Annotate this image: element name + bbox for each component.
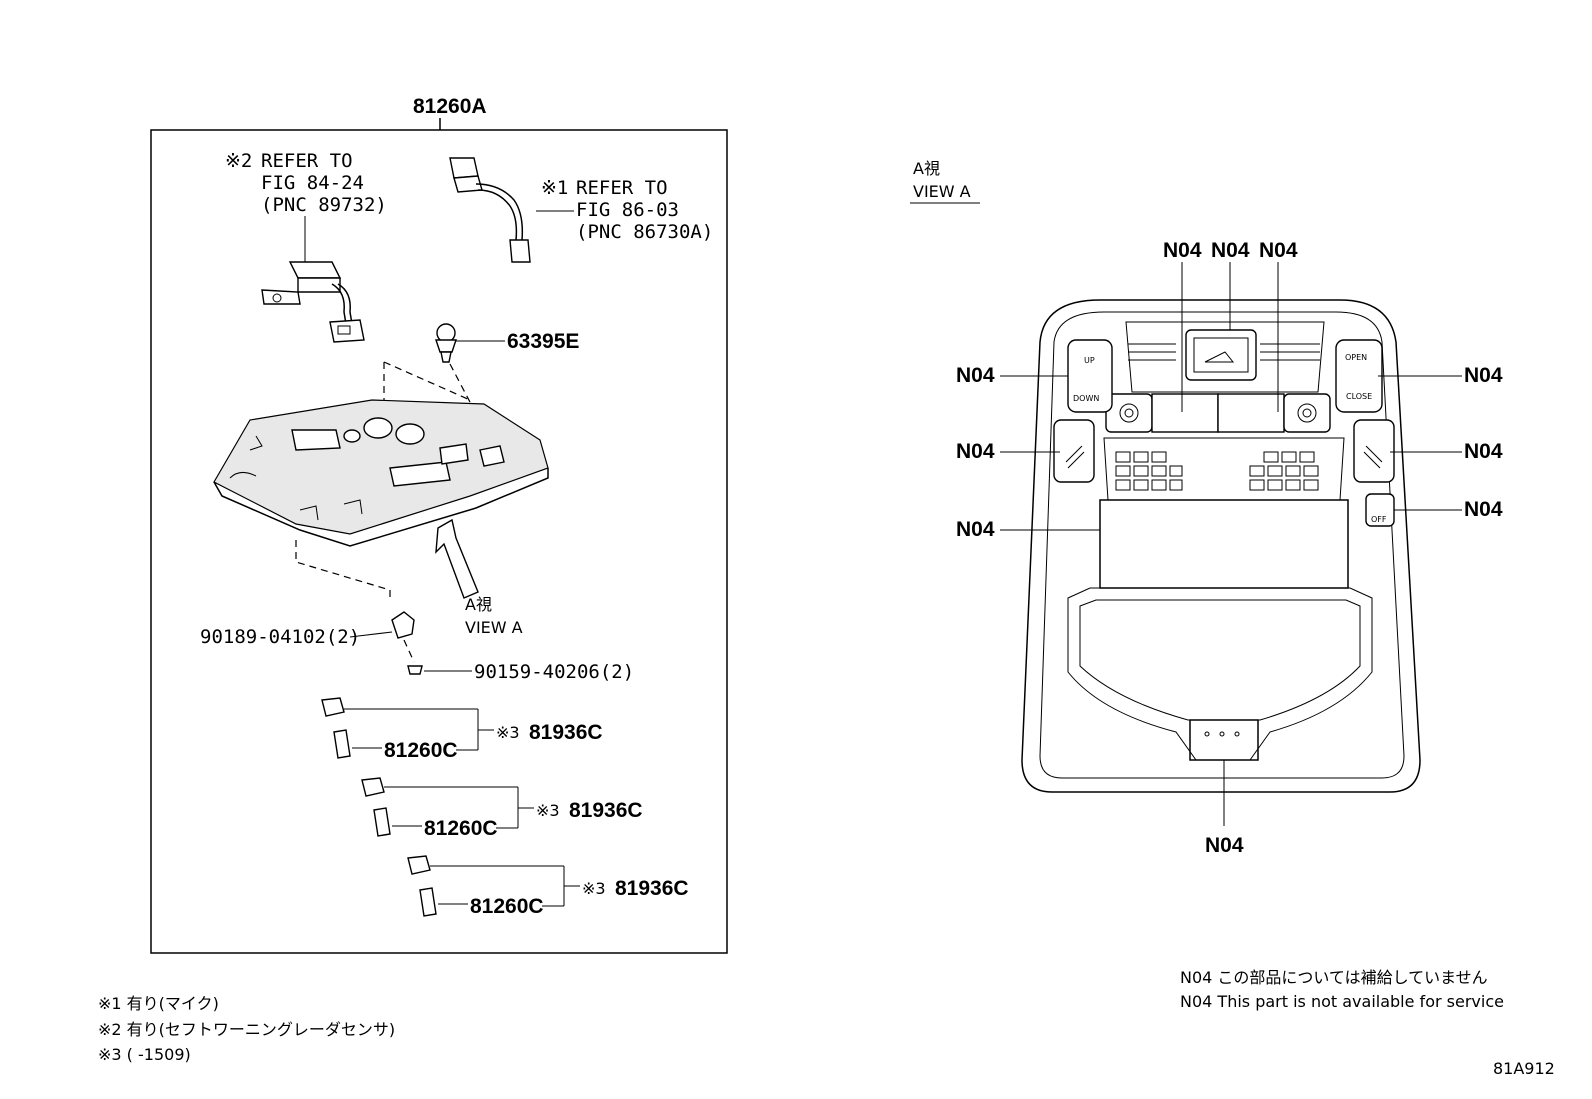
- switch-label-close: CLOSE: [1346, 392, 1372, 401]
- switch-label-up: UP: [1084, 356, 1095, 365]
- bulb-group-1: [321, 697, 494, 759]
- ref2-line1[interactable]: REFER TO: [261, 150, 353, 172]
- callout-n04-top-1[interactable]: N04: [1163, 239, 1202, 262]
- main-assembly-number[interactable]: 81260A: [413, 95, 487, 118]
- callout-n04-right-3[interactable]: N04: [1464, 498, 1503, 521]
- ref1-line3[interactable]: (PNC 86730A): [576, 221, 713, 243]
- switch-label-off: OFF: [1371, 515, 1387, 524]
- footnote-2: ※2 有り(セフトワーニングレーダセンサ): [98, 1020, 395, 1039]
- assembly-frame: [150, 129, 728, 954]
- switch-label-open: OPEN: [1345, 353, 1367, 362]
- view-a-title-en: VIEW A: [913, 182, 971, 201]
- callout-n04-top-3[interactable]: N04: [1259, 239, 1298, 262]
- callout-n04-left-1[interactable]: N04: [956, 364, 995, 387]
- ref2-mark: ※2: [225, 150, 252, 172]
- socket-2-mark: ※3: [536, 801, 560, 820]
- socket-3-mark: ※3: [582, 879, 606, 898]
- callout-n04-left-2[interactable]: N04: [956, 440, 995, 463]
- legend-en: N04 This part is not available for servi…: [1180, 992, 1504, 1011]
- view-a-arrow: [435, 518, 479, 599]
- console-housing-drawing: [213, 361, 549, 600]
- bolt-90159-drawing: [407, 665, 423, 675]
- socket-1-part-number[interactable]: 81936C: [529, 721, 603, 744]
- footnote-3: ※3 ( -1509): [98, 1045, 191, 1064]
- bolt-a-part-number[interactable]: 90189-04102(2): [200, 626, 360, 648]
- socket-1-mark: ※3: [496, 723, 520, 742]
- bolt-axis: [403, 639, 415, 663]
- view-arrow-label-ja: A視: [465, 595, 492, 614]
- bulb-group-2: [361, 777, 534, 837]
- clip-63395e-drawing: [435, 323, 457, 363]
- bulb-group-3: [407, 855, 580, 917]
- view-a-title-ja: A視: [913, 159, 940, 178]
- clip-part-number[interactable]: 63395E: [507, 330, 579, 353]
- socket-2-part-number[interactable]: 81936C: [569, 799, 643, 822]
- bulb-2-part-number[interactable]: 81260C: [424, 817, 498, 840]
- ref1-mark: ※1: [541, 177, 568, 199]
- bulb-3-part-number[interactable]: 81260C: [470, 895, 544, 918]
- view-arrow-label-en: VIEW A: [465, 618, 523, 637]
- callout-n04-right-1[interactable]: N04: [1464, 364, 1503, 387]
- radar-sensor-harness-drawing: [261, 261, 365, 343]
- callout-n04-bottom[interactable]: N04: [1205, 834, 1244, 857]
- ref1-line1[interactable]: REFER TO: [576, 177, 668, 199]
- callout-n04-top-2[interactable]: N04: [1211, 239, 1250, 262]
- socket-3-part-number[interactable]: 81936C: [615, 877, 689, 900]
- bolt-b-part-number[interactable]: 90159-40206(2): [474, 661, 634, 683]
- switch-label-down: DOWN: [1073, 394, 1099, 403]
- figure-code: 81A912: [1493, 1059, 1555, 1078]
- ref1-line2[interactable]: FIG 86-03: [576, 199, 679, 221]
- bolt-90189-drawing: [391, 611, 415, 639]
- legend-ja: N04 この部品については補給していません: [1180, 968, 1488, 987]
- overhead-console-view-a: [1021, 299, 1421, 793]
- ref2-line3[interactable]: (PNC 89732): [261, 194, 387, 216]
- footnote-1: ※1 有り(マイク): [98, 994, 219, 1013]
- callout-n04-left-3[interactable]: N04: [956, 518, 995, 541]
- bolt-a-leader: [349, 631, 393, 638]
- callout-n04-right-2[interactable]: N04: [1464, 440, 1503, 463]
- bulb-1-part-number[interactable]: 81260C: [384, 739, 458, 762]
- microphone-harness-drawing: [449, 157, 531, 263]
- ref2-line2[interactable]: FIG 84-24: [261, 172, 364, 194]
